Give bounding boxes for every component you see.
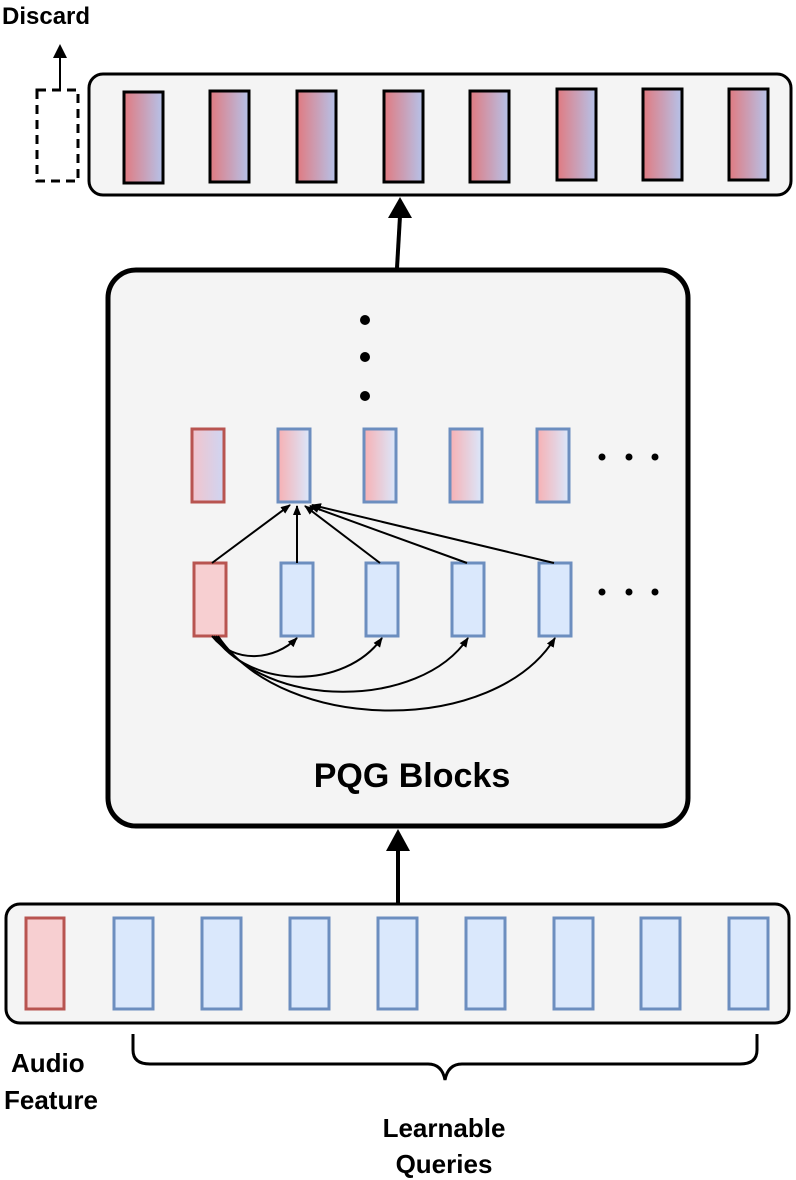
- audio-feature-label-line1: Audio: [11, 1048, 85, 1078]
- horizontal-ellipsis-bottom: [598, 588, 659, 596]
- updated-query-token-1: [276, 427, 312, 504]
- updated-token-row: [190, 427, 571, 504]
- discard-arrow-head: [53, 44, 67, 58]
- attention-arrows: [211, 503, 555, 564]
- discard-label: Discard: [2, 3, 90, 30]
- input-query-token-6: [552, 916, 595, 1011]
- input-query-token-7: [639, 916, 682, 1011]
- arrow-to-output: [395, 215, 402, 269]
- output-token-4: [382, 89, 425, 184]
- block-query-token-2: [364, 561, 400, 638]
- updated-query-token-2: [362, 427, 398, 504]
- input-tokens: [24, 916, 770, 1011]
- input-query-token-8: [727, 916, 770, 1011]
- updated-query-token-4: [535, 427, 571, 504]
- input-query-token-5: [464, 916, 507, 1011]
- block-query-token-4: [537, 561, 573, 638]
- vertical-ellipsis: [360, 315, 370, 401]
- block-audio-token: [192, 561, 228, 638]
- updated-audio-token: [190, 427, 226, 504]
- horizontal-ellipsis-top: [598, 453, 659, 461]
- audio-feature-label-line2: Feature: [4, 1085, 98, 1115]
- audio-to-query-curves: [211, 635, 556, 712]
- block-query-token-3: [450, 561, 486, 638]
- updated-query-token-3: [448, 427, 484, 504]
- output-token-7: [641, 87, 684, 182]
- input-query-token-4: [376, 916, 419, 1011]
- block-input-row: [192, 561, 573, 638]
- arrow-to-output-head: [388, 197, 412, 218]
- pqg-block-panel: [105, 267, 691, 829]
- output-panel: [87, 72, 793, 197]
- input-query-token-2: [200, 916, 243, 1011]
- output-token-1: [122, 90, 165, 185]
- output-token-8: [727, 87, 770, 182]
- input-query-token-1: [112, 916, 155, 1011]
- output-token-2: [208, 89, 251, 184]
- learnable-queries-label-line2: Queries: [396, 1149, 493, 1179]
- block-query-token-1: [279, 561, 315, 638]
- input-audio-token: [24, 916, 66, 1011]
- learnable-queries-label-line1: Learnable: [383, 1113, 506, 1143]
- pqg-blocks-label: PQG Blocks: [314, 757, 511, 795]
- discarded-token: [35, 88, 80, 183]
- output-token-6: [555, 87, 598, 182]
- output-token-5: [468, 89, 511, 184]
- output-token-3: [295, 89, 338, 184]
- input-query-token-3: [288, 916, 331, 1011]
- output-tokens: [122, 87, 770, 185]
- learnable-queries-brace: [131, 1034, 759, 1081]
- arrow-to-pqg-head: [386, 829, 410, 851]
